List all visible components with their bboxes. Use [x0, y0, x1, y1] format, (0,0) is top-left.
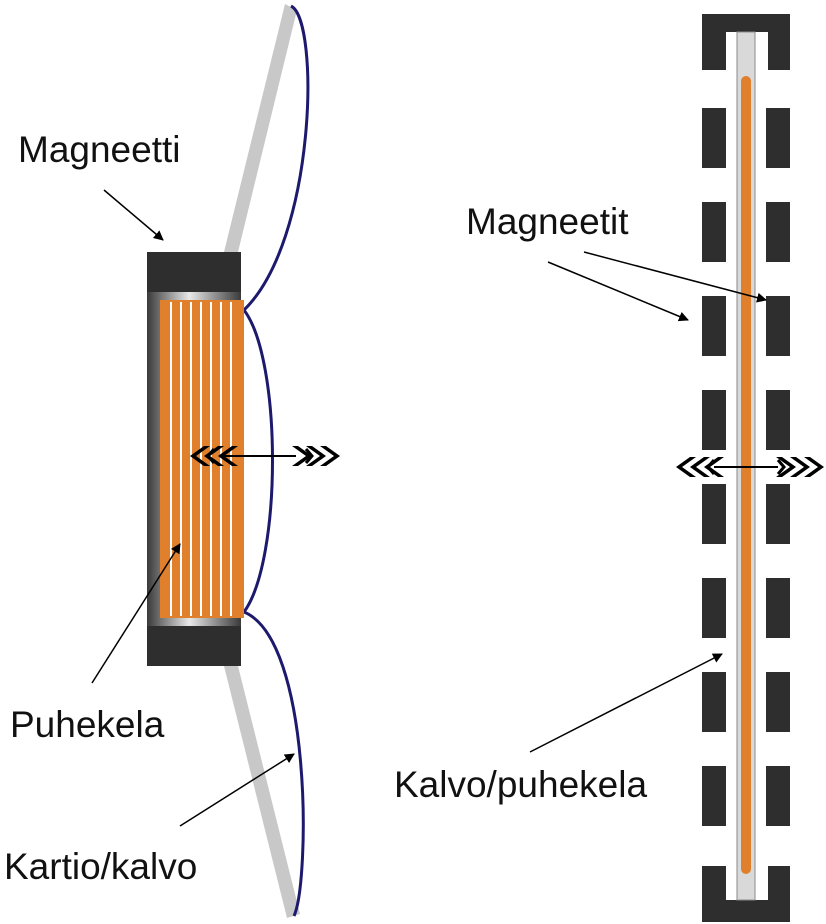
membrane-coil — [741, 76, 751, 874]
magnet-bracket-top — [702, 14, 790, 70]
magnet-column-right — [766, 108, 790, 826]
label-magnet: Magneetti — [18, 129, 181, 170]
label-membrane-coil: Kalvo/puhekela — [394, 764, 648, 805]
motion-arrow-icon — [190, 446, 340, 466]
surround-lower — [243, 610, 305, 917]
pointer-arrow-icon — [583, 251, 767, 303]
pointer-arrow-icon — [91, 543, 181, 684]
magnet-top — [147, 252, 241, 292]
surround-middle — [242, 309, 274, 613]
label-magnets: Magneetit — [466, 201, 629, 242]
label-cone: Kartio/kalvo — [4, 846, 198, 887]
voice-coil-windings — [170, 302, 232, 616]
magnet-bracket-bottom — [702, 866, 790, 922]
cone-upper — [224, 4, 297, 252]
motion-arrow-icon — [676, 457, 824, 477]
pointer-arrow-icon — [529, 653, 723, 753]
cone-lower — [224, 666, 300, 918]
label-voice-coil: Puhekela — [10, 704, 165, 745]
pointer-arrow-icon — [179, 753, 295, 827]
right-speaker — [529, 14, 824, 922]
magnet-bottom — [147, 626, 241, 666]
pointer-arrow-icon — [103, 189, 164, 241]
pointer-arrow-icon — [547, 261, 689, 322]
surround-upper — [242, 4, 310, 312]
magnet-column-left — [702, 108, 726, 826]
left-speaker — [91, 4, 340, 918]
